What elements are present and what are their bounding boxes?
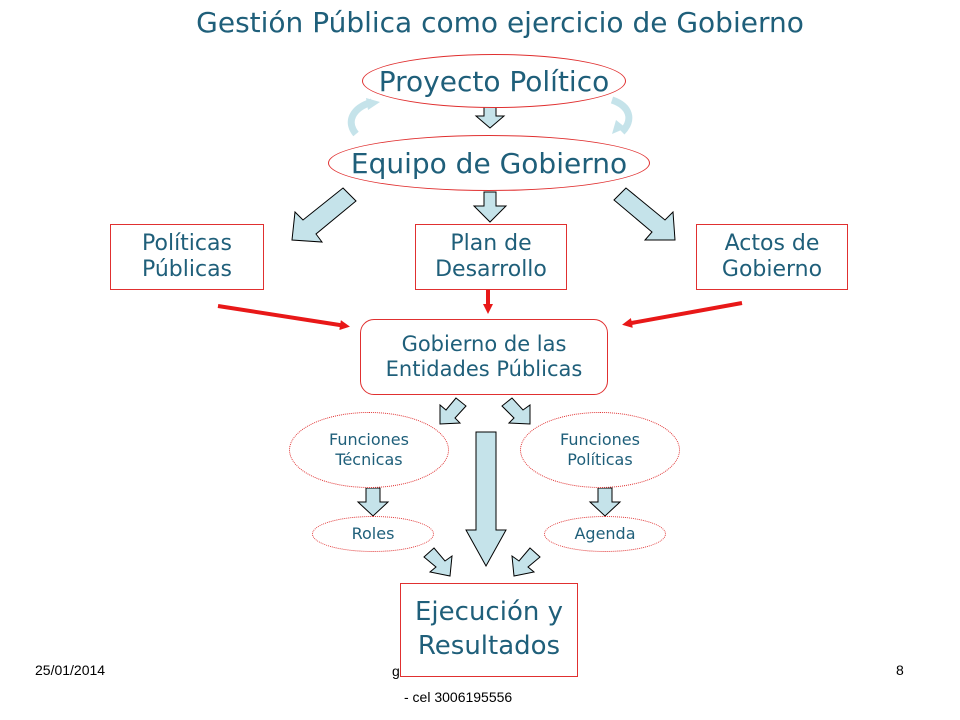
arrow-gobierno-to-tecnicas xyxy=(439,397,467,425)
ejecucion-resultados-line2: Resultados xyxy=(417,631,561,661)
actos-gobierno-line2: Gobierno xyxy=(721,257,823,282)
slide-title: Gestión Pública como ejercicio de Gobier… xyxy=(196,6,804,39)
funciones-politicas-line2: Políticas xyxy=(567,450,633,469)
roles-node: Roles xyxy=(312,516,434,552)
funciones-politicas-node: Funciones Políticas xyxy=(520,412,680,488)
arrow-agenda-to-ejecucion xyxy=(511,547,541,577)
footer-date: 25/01/2014 xyxy=(35,662,106,678)
arrow-equipo-to-plan xyxy=(472,191,508,223)
agenda-label: Agenda xyxy=(574,524,636,543)
politicas-publicas-line2: Públicas xyxy=(141,257,233,282)
gobierno-entidades-node: Gobierno de las Entidades Públicas xyxy=(360,319,608,395)
footer-center-line2: - cel 3006195556 xyxy=(404,689,513,705)
ejecucion-resultados-line1: Ejecución y xyxy=(415,597,563,628)
funciones-tecnicas-node: Funciones Técnicas xyxy=(289,412,449,488)
arrow-equipo-to-actos xyxy=(613,187,676,241)
ejecucion-resultados-node: Ejecución y Resultados xyxy=(400,583,578,677)
arrow-gobierno-to-politicas xyxy=(501,397,531,425)
plan-desarrollo-line1: Plan de xyxy=(450,230,532,256)
red-arrow-actos-to-gobierno xyxy=(622,301,743,328)
actos-gobierno-node: Actos de Gobierno xyxy=(696,224,848,290)
equipo-gobierno-node: Equipo de Gobierno xyxy=(328,135,650,191)
proyecto-politico-label: Proyecto Político xyxy=(378,64,610,98)
arrow-tecnicas-to-roles xyxy=(356,487,390,517)
agenda-node: Agenda xyxy=(544,516,666,552)
roles-label: Roles xyxy=(351,524,395,543)
funciones-tecnicas-line2: Técnicas xyxy=(335,450,403,469)
cycle-arrow-right-head-icon xyxy=(612,120,626,134)
footer-page-number: 8 xyxy=(896,662,904,678)
arrow-politicas-to-agenda xyxy=(588,487,622,517)
funciones-tecnicas-line1: Funciones xyxy=(329,430,409,449)
politicas-publicas-line1: Políticas xyxy=(142,230,232,256)
red-arrow-politicas-to-gobierno xyxy=(217,304,350,331)
equipo-gobierno-label: Equipo de Gobierno xyxy=(350,146,628,180)
arrow-roles-to-ejecucion xyxy=(423,547,453,577)
plan-desarrollo-line2: Desarrollo xyxy=(435,257,547,282)
footer-center-partial: g xyxy=(392,663,400,679)
cycle-arrow-right-icon xyxy=(610,96,633,135)
politicas-publicas-node: Políticas Públicas xyxy=(110,224,264,290)
cycle-arrow-left-head-icon xyxy=(366,98,380,110)
arrow-gobierno-to-ejecucion xyxy=(465,431,507,568)
funciones-politicas-line1: Funciones xyxy=(560,430,640,449)
gobierno-entidades-line1: Gobierno de las xyxy=(401,331,567,356)
gobierno-entidades-line2: Entidades Públicas xyxy=(385,357,583,381)
plan-desarrollo-node: Plan de Desarrollo xyxy=(415,224,567,290)
arrow-equipo-to-politicas xyxy=(291,187,357,243)
actos-gobierno-line1: Actos de xyxy=(724,230,820,256)
proyecto-politico-node: Proyecto Político xyxy=(362,54,626,108)
